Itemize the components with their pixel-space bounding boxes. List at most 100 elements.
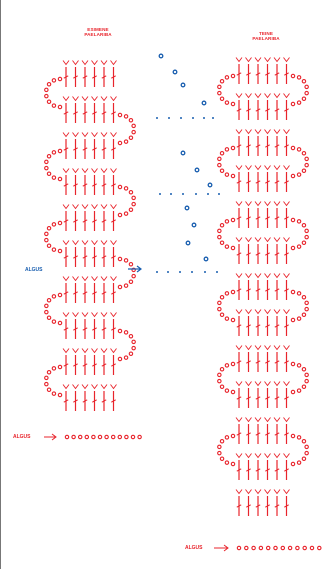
chain-stitch-icon xyxy=(57,292,63,298)
double-crochet-bar-icon xyxy=(284,432,289,436)
v-stitch-icon xyxy=(273,165,281,171)
v-stitch-icon xyxy=(81,132,89,138)
blue-bobble-icon xyxy=(172,69,178,75)
left-title-line-2: PAELARIBA xyxy=(84,32,112,38)
double-crochet-bar-icon xyxy=(92,75,97,79)
double-crochet-bar-icon xyxy=(265,324,270,328)
v-stitch-icon xyxy=(110,312,117,318)
double-crochet-bar-icon xyxy=(284,216,289,220)
chain-stitch-icon xyxy=(123,330,129,335)
chain-stitch-icon xyxy=(219,168,225,173)
v-stitch-icon xyxy=(254,57,262,63)
v-stitch-icon xyxy=(72,240,79,246)
chain-stitch-icon xyxy=(265,545,271,551)
chain-stitch-icon xyxy=(117,140,123,146)
chain-stitch-icon xyxy=(301,439,307,444)
chain-stitch-icon xyxy=(57,76,63,82)
double-crochet-bar-icon xyxy=(92,327,97,331)
chain-stitch-icon xyxy=(280,545,286,551)
v-stitch-icon xyxy=(110,348,117,354)
chain-stitch-icon xyxy=(46,298,52,303)
chain-stitch-icon xyxy=(117,284,123,290)
chain-stitch-icon xyxy=(57,248,63,254)
v-stitch-icon xyxy=(110,384,117,390)
double-crochet-bar-icon xyxy=(111,219,116,223)
double-crochet-bar-icon xyxy=(111,291,116,295)
double-crochet-bar-icon xyxy=(101,327,107,331)
v-stitch-icon xyxy=(283,381,290,387)
v-stitch-icon xyxy=(72,348,79,354)
chain-stitch-icon xyxy=(131,129,136,135)
v-stitch-icon xyxy=(72,384,79,390)
v-stitch-icon xyxy=(254,165,262,171)
double-crochet-bar-icon xyxy=(246,144,251,148)
chain-stitch-icon xyxy=(301,168,307,173)
chain-stitch-icon xyxy=(44,381,49,387)
double-crochet-bar-icon xyxy=(255,396,261,400)
blue-dot-icon xyxy=(167,271,169,273)
chain-stitch-icon xyxy=(230,461,236,467)
v-stitch-icon xyxy=(254,93,262,99)
v-stitch-icon xyxy=(110,132,117,138)
v-stitch-icon xyxy=(245,129,252,135)
v-stitch-icon xyxy=(254,345,262,351)
chain-stitch-icon xyxy=(117,256,123,262)
chain-stitch-icon xyxy=(117,184,123,190)
v-stitch-icon xyxy=(100,132,108,138)
chain-stitch-icon xyxy=(224,172,230,177)
double-crochet-bar-icon xyxy=(101,183,107,187)
v-stitch-icon xyxy=(245,273,252,279)
v-stitch-icon xyxy=(264,201,271,207)
left-title-line-1: ESIMENE xyxy=(87,27,109,32)
blue-dot-icon xyxy=(180,117,182,119)
chain-stitch-icon xyxy=(304,234,309,240)
v-stitch-icon xyxy=(273,309,281,315)
chain-stitch-icon xyxy=(46,226,52,231)
v-stitch-icon xyxy=(254,453,262,459)
v-stitch-icon xyxy=(72,96,79,102)
blue-dot-icon xyxy=(179,271,181,273)
right-title-line-2: PAELARIBA xyxy=(252,36,280,42)
double-crochet-bar-icon xyxy=(255,216,261,220)
chain-stitch-icon xyxy=(224,75,230,80)
v-stitch-icon xyxy=(273,453,281,459)
chain-stitch-icon xyxy=(123,211,129,216)
v-stitch-icon xyxy=(264,345,271,351)
v-stitch-icon xyxy=(264,381,271,387)
chain-stitch-icon xyxy=(301,384,307,389)
chain-stitch-icon xyxy=(230,245,236,251)
chain-stitch-icon xyxy=(217,300,222,306)
double-crochet-bar-icon xyxy=(284,108,289,112)
v-stitch-icon xyxy=(283,489,290,495)
chain-stitch-icon xyxy=(230,317,236,323)
v-stitch-icon xyxy=(245,309,252,315)
chain-stitch-icon xyxy=(71,434,76,440)
chain-stitch-icon xyxy=(251,545,256,551)
double-crochet-bar-icon xyxy=(274,468,280,472)
chain-stitch-icon xyxy=(128,279,134,284)
v-stitch-icon xyxy=(264,129,271,135)
v-stitch-icon xyxy=(273,237,281,243)
chain-stitch-icon xyxy=(296,435,302,440)
chain-stitch-icon xyxy=(224,219,230,224)
double-crochet-bar-icon xyxy=(73,363,78,367)
double-crochet-bar-icon xyxy=(246,252,251,256)
double-crochet-bar-icon xyxy=(236,360,242,364)
blue-bobble-icon xyxy=(207,182,213,188)
double-crochet-bar-icon xyxy=(63,111,69,115)
v-stitch-icon xyxy=(110,96,117,102)
v-stitch-icon xyxy=(283,273,290,279)
v-stitch-icon xyxy=(264,93,271,99)
double-crochet-bar-icon xyxy=(246,180,251,184)
double-crochet-bar-icon xyxy=(82,183,88,187)
double-crochet-bar-icon xyxy=(111,255,116,259)
chain-stitch-icon xyxy=(273,545,278,551)
chain-stitch-icon xyxy=(46,99,52,104)
chain-stitch-icon xyxy=(219,79,225,84)
v-stitch-icon xyxy=(245,237,252,243)
chain-stitch-icon xyxy=(304,378,309,384)
double-crochet-bar-icon xyxy=(246,216,251,220)
double-crochet-bar-icon xyxy=(274,216,280,220)
v-stitch-icon xyxy=(245,453,252,459)
